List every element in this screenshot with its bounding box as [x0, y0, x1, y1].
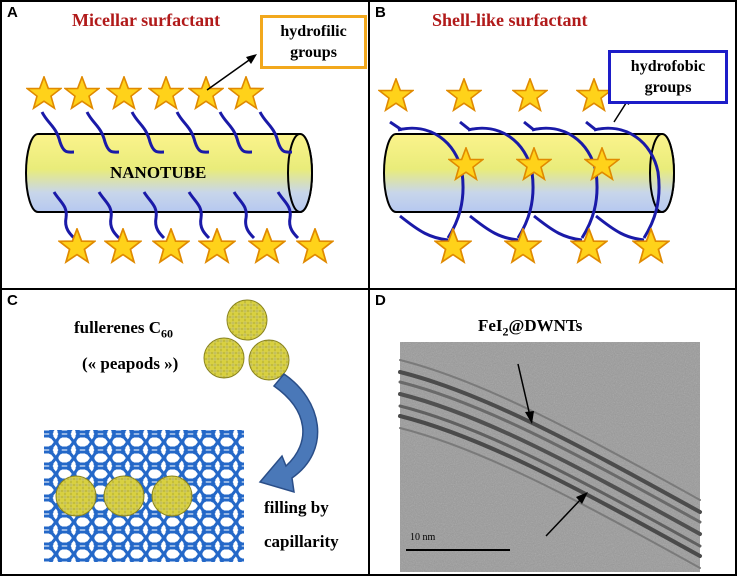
shell-arcs	[389, 120, 661, 242]
free-fullerenes	[203, 299, 290, 381]
hydrofilic-stars-top	[26, 76, 264, 110]
nanotube-label: NANOTUBE	[110, 163, 207, 182]
peapods-label: (« peapods »)	[82, 354, 179, 373]
hydrofilic-groups-text: hydrofilic groups	[280, 23, 347, 61]
panel-letter-d: D	[375, 292, 386, 309]
panel-c-illustration	[44, 299, 319, 562]
filling-label-line1: filling by	[264, 498, 329, 517]
panel-b-title: Shell-like surfactant	[432, 10, 588, 30]
tem-arrows	[517, 363, 588, 537]
arrow-to-hydrofilic-label	[206, 54, 257, 91]
fullerenes-label: fullerenes C60	[74, 318, 174, 341]
panel-a-title: Micellar surfactant	[72, 10, 221, 30]
hydrofilic-stars-bottom	[58, 228, 334, 263]
panel-c: C fullerenes C60 (« peapods ») filling b…	[0, 288, 370, 576]
hydrofilic-groups-label: hydrofilic groups	[260, 15, 367, 69]
panel-b: B Shell-like surfactant	[368, 0, 737, 290]
hydrofobic-groups-label: hydrofobic groups	[608, 50, 728, 104]
panel-a: A Micellar surfactant	[0, 0, 370, 290]
panel-d: D FeI2@DWNTs	[368, 288, 737, 576]
scale-bar-label: 10 nm	[410, 532, 436, 543]
panel-d-title: FeI2@DWNTs	[478, 316, 583, 339]
peapod-nanotube	[44, 430, 244, 562]
hydrofobic-groups-text: hydrofobic groups	[630, 58, 706, 96]
panel-letter-b: B	[375, 4, 386, 21]
filling-arrow	[258, 372, 319, 494]
nanotube-a	[25, 133, 313, 213]
panel-letter-c: C	[7, 292, 18, 309]
panel-b-illustration	[378, 78, 675, 263]
filling-label-line2: capillarity	[264, 532, 339, 551]
panel-a-illustration	[25, 54, 334, 263]
tem-micrograph	[398, 342, 702, 572]
panel-letter-a: A	[7, 4, 18, 21]
